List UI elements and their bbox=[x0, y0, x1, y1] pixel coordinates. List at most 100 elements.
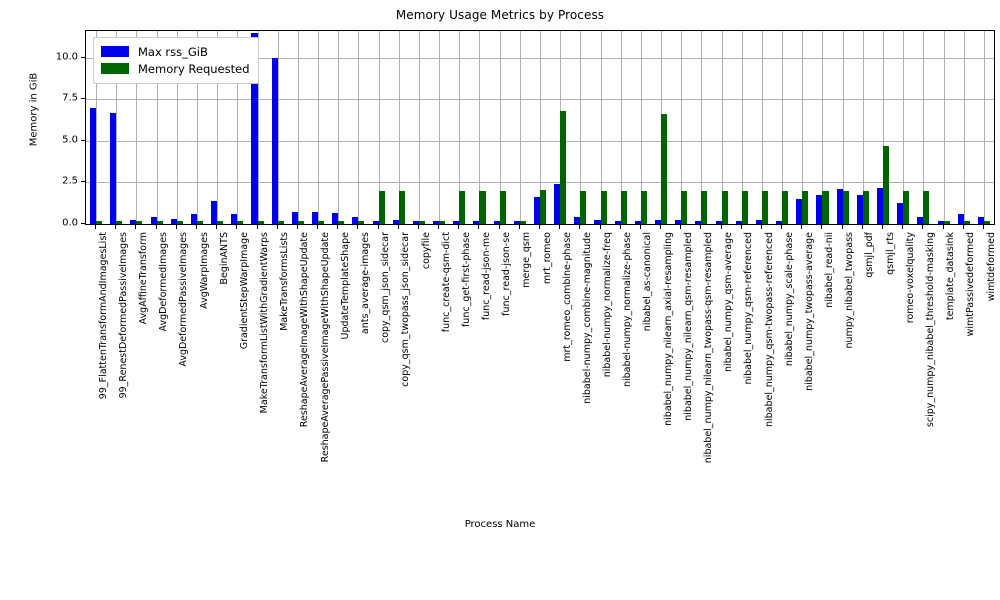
x-axis-tick-mark bbox=[236, 225, 238, 229]
x-axis-tick-mark bbox=[740, 225, 742, 229]
y-axis-tick-label: 5.0 bbox=[62, 134, 78, 146]
gridline-vertical bbox=[318, 31, 320, 224]
x-axis-tick-mark bbox=[680, 225, 682, 229]
x-axis-tick-mark bbox=[720, 225, 722, 229]
x-axis-tick-label: BeginANTS bbox=[218, 232, 230, 285]
bar-max-rss bbox=[574, 216, 581, 224]
x-axis-tick-label: merge_qsm bbox=[521, 232, 533, 288]
x-axis-tick-label: copyfile bbox=[420, 232, 432, 270]
bar-memory-requested bbox=[479, 190, 486, 224]
bar-memory-requested bbox=[96, 221, 103, 224]
bar-memory-requested bbox=[519, 221, 526, 224]
x-axis-tick-mark bbox=[95, 225, 97, 229]
gridline-vertical bbox=[761, 31, 763, 224]
x-axis-tick-mark bbox=[377, 225, 379, 229]
x-axis-tick-mark bbox=[296, 225, 298, 229]
bar-memory-requested bbox=[580, 190, 587, 224]
x-axis-tick-mark bbox=[115, 225, 117, 229]
bar-max-rss bbox=[856, 195, 863, 224]
legend-swatch-max-rss bbox=[101, 46, 129, 57]
x-axis-tick-mark bbox=[801, 225, 803, 229]
bar-memory-requested bbox=[681, 190, 688, 224]
x-axis-tick-mark bbox=[195, 225, 197, 229]
x-axis-tick-label: func_read-json-me bbox=[481, 232, 493, 321]
legend-item-max-rss: Max rss_GiB bbox=[101, 43, 250, 60]
y-axis-tick-mark bbox=[81, 223, 85, 224]
x-axis-tick-mark bbox=[478, 225, 480, 229]
x-axis-tick-mark bbox=[982, 225, 984, 229]
bar-memory-requested bbox=[600, 190, 607, 224]
gridline-vertical bbox=[358, 31, 360, 224]
y-axis-tick-label: 0.0 bbox=[62, 217, 78, 229]
bar-memory-requested bbox=[257, 221, 264, 224]
x-axis-tick-label: AvgDeformedPassiveImages bbox=[178, 232, 190, 367]
bar-max-rss bbox=[130, 219, 137, 224]
gridline-vertical bbox=[116, 31, 118, 224]
gridline-vertical bbox=[862, 31, 864, 224]
x-axis-tick-label: nibabel_as-canonical bbox=[642, 232, 654, 332]
x-axis-tick-label: nibabel_numpy_nilearn_qsm-resampled bbox=[682, 232, 694, 421]
gridline-vertical bbox=[156, 31, 158, 224]
x-axis-tick-label: AvgDeformedImages bbox=[158, 232, 170, 332]
x-axis-tick-label: romeo-voxelquality bbox=[904, 232, 916, 324]
x-axis-tick-mark bbox=[700, 225, 702, 229]
x-axis-tick-label: copy_qsm_twopass_json_sidecar bbox=[400, 232, 412, 387]
bar-memory-requested bbox=[338, 221, 345, 224]
bar-memory-requested bbox=[640, 190, 647, 224]
bar-memory-requested bbox=[661, 114, 668, 224]
bar-max-rss bbox=[735, 220, 742, 224]
y-axis-tick-mark bbox=[81, 56, 85, 58]
x-axis-tick-mark bbox=[276, 225, 278, 229]
gridline-vertical bbox=[459, 31, 461, 224]
bar-max-rss bbox=[614, 220, 621, 224]
x-axis-tick-label: MakeTransformsLists bbox=[279, 232, 291, 331]
gridline-vertical bbox=[277, 31, 279, 224]
x-axis-tick-label: nibabel_read-nii bbox=[824, 232, 836, 308]
bar-memory-requested bbox=[297, 221, 304, 224]
bar-max-rss bbox=[493, 221, 500, 224]
gridline-vertical bbox=[378, 31, 380, 224]
bar-memory-requested bbox=[277, 221, 284, 224]
bar-memory-requested bbox=[943, 221, 950, 224]
bar-memory-requested bbox=[782, 190, 789, 224]
x-axis-tick-label: wimtdeformed bbox=[985, 232, 997, 302]
plot-area bbox=[85, 30, 995, 225]
bar-memory-requested bbox=[963, 221, 970, 224]
gridline-vertical bbox=[519, 31, 521, 224]
x-axis-tick-label: ReshapeAverageImageWithShapeUpdate bbox=[299, 232, 311, 428]
gridline-vertical bbox=[136, 31, 138, 224]
bar-memory-requested bbox=[318, 221, 325, 224]
gridline-vertical bbox=[96, 31, 98, 224]
x-axis-tick-mark bbox=[922, 225, 924, 229]
bar-memory-requested bbox=[499, 190, 506, 224]
gridline-vertical bbox=[943, 31, 945, 224]
x-axis-tick-mark bbox=[417, 225, 419, 229]
gridline-vertical bbox=[681, 31, 683, 224]
bar-memory-requested bbox=[802, 190, 809, 224]
legend-label-max-rss: Max rss_GiB bbox=[138, 44, 208, 59]
x-axis-tick-label: nibabel_numpy_qsm-referenced bbox=[743, 232, 755, 385]
gridline-vertical bbox=[297, 31, 299, 224]
bar-max-rss bbox=[715, 220, 722, 224]
bar-max-rss bbox=[513, 221, 520, 224]
x-axis-tick-mark bbox=[841, 225, 843, 229]
x-axis-tick-mark bbox=[337, 225, 339, 229]
y-axis-tick-label: 7.5 bbox=[62, 92, 78, 104]
bar-max-rss bbox=[917, 217, 924, 224]
bar-memory-requested bbox=[560, 110, 567, 224]
gridline-vertical bbox=[701, 31, 703, 224]
gridline-vertical bbox=[418, 31, 420, 224]
bar-memory-requested bbox=[822, 190, 829, 224]
bar-max-rss bbox=[170, 218, 177, 224]
bar-memory-requested bbox=[398, 190, 405, 224]
x-axis-tick-label: 99_FlattenTransformAndImagesList bbox=[97, 232, 109, 400]
x-axis-label: Process Name bbox=[464, 519, 536, 530]
bar-max-rss bbox=[211, 201, 218, 224]
bar-max-rss bbox=[937, 221, 944, 224]
legend-label-memory-requested: Memory Requested bbox=[138, 61, 250, 76]
gridline-vertical bbox=[963, 31, 965, 224]
bar-memory-requested bbox=[761, 190, 768, 224]
bar-memory-requested bbox=[217, 221, 224, 224]
x-axis-tick-mark bbox=[317, 225, 319, 229]
x-axis-tick-mark bbox=[559, 225, 561, 229]
